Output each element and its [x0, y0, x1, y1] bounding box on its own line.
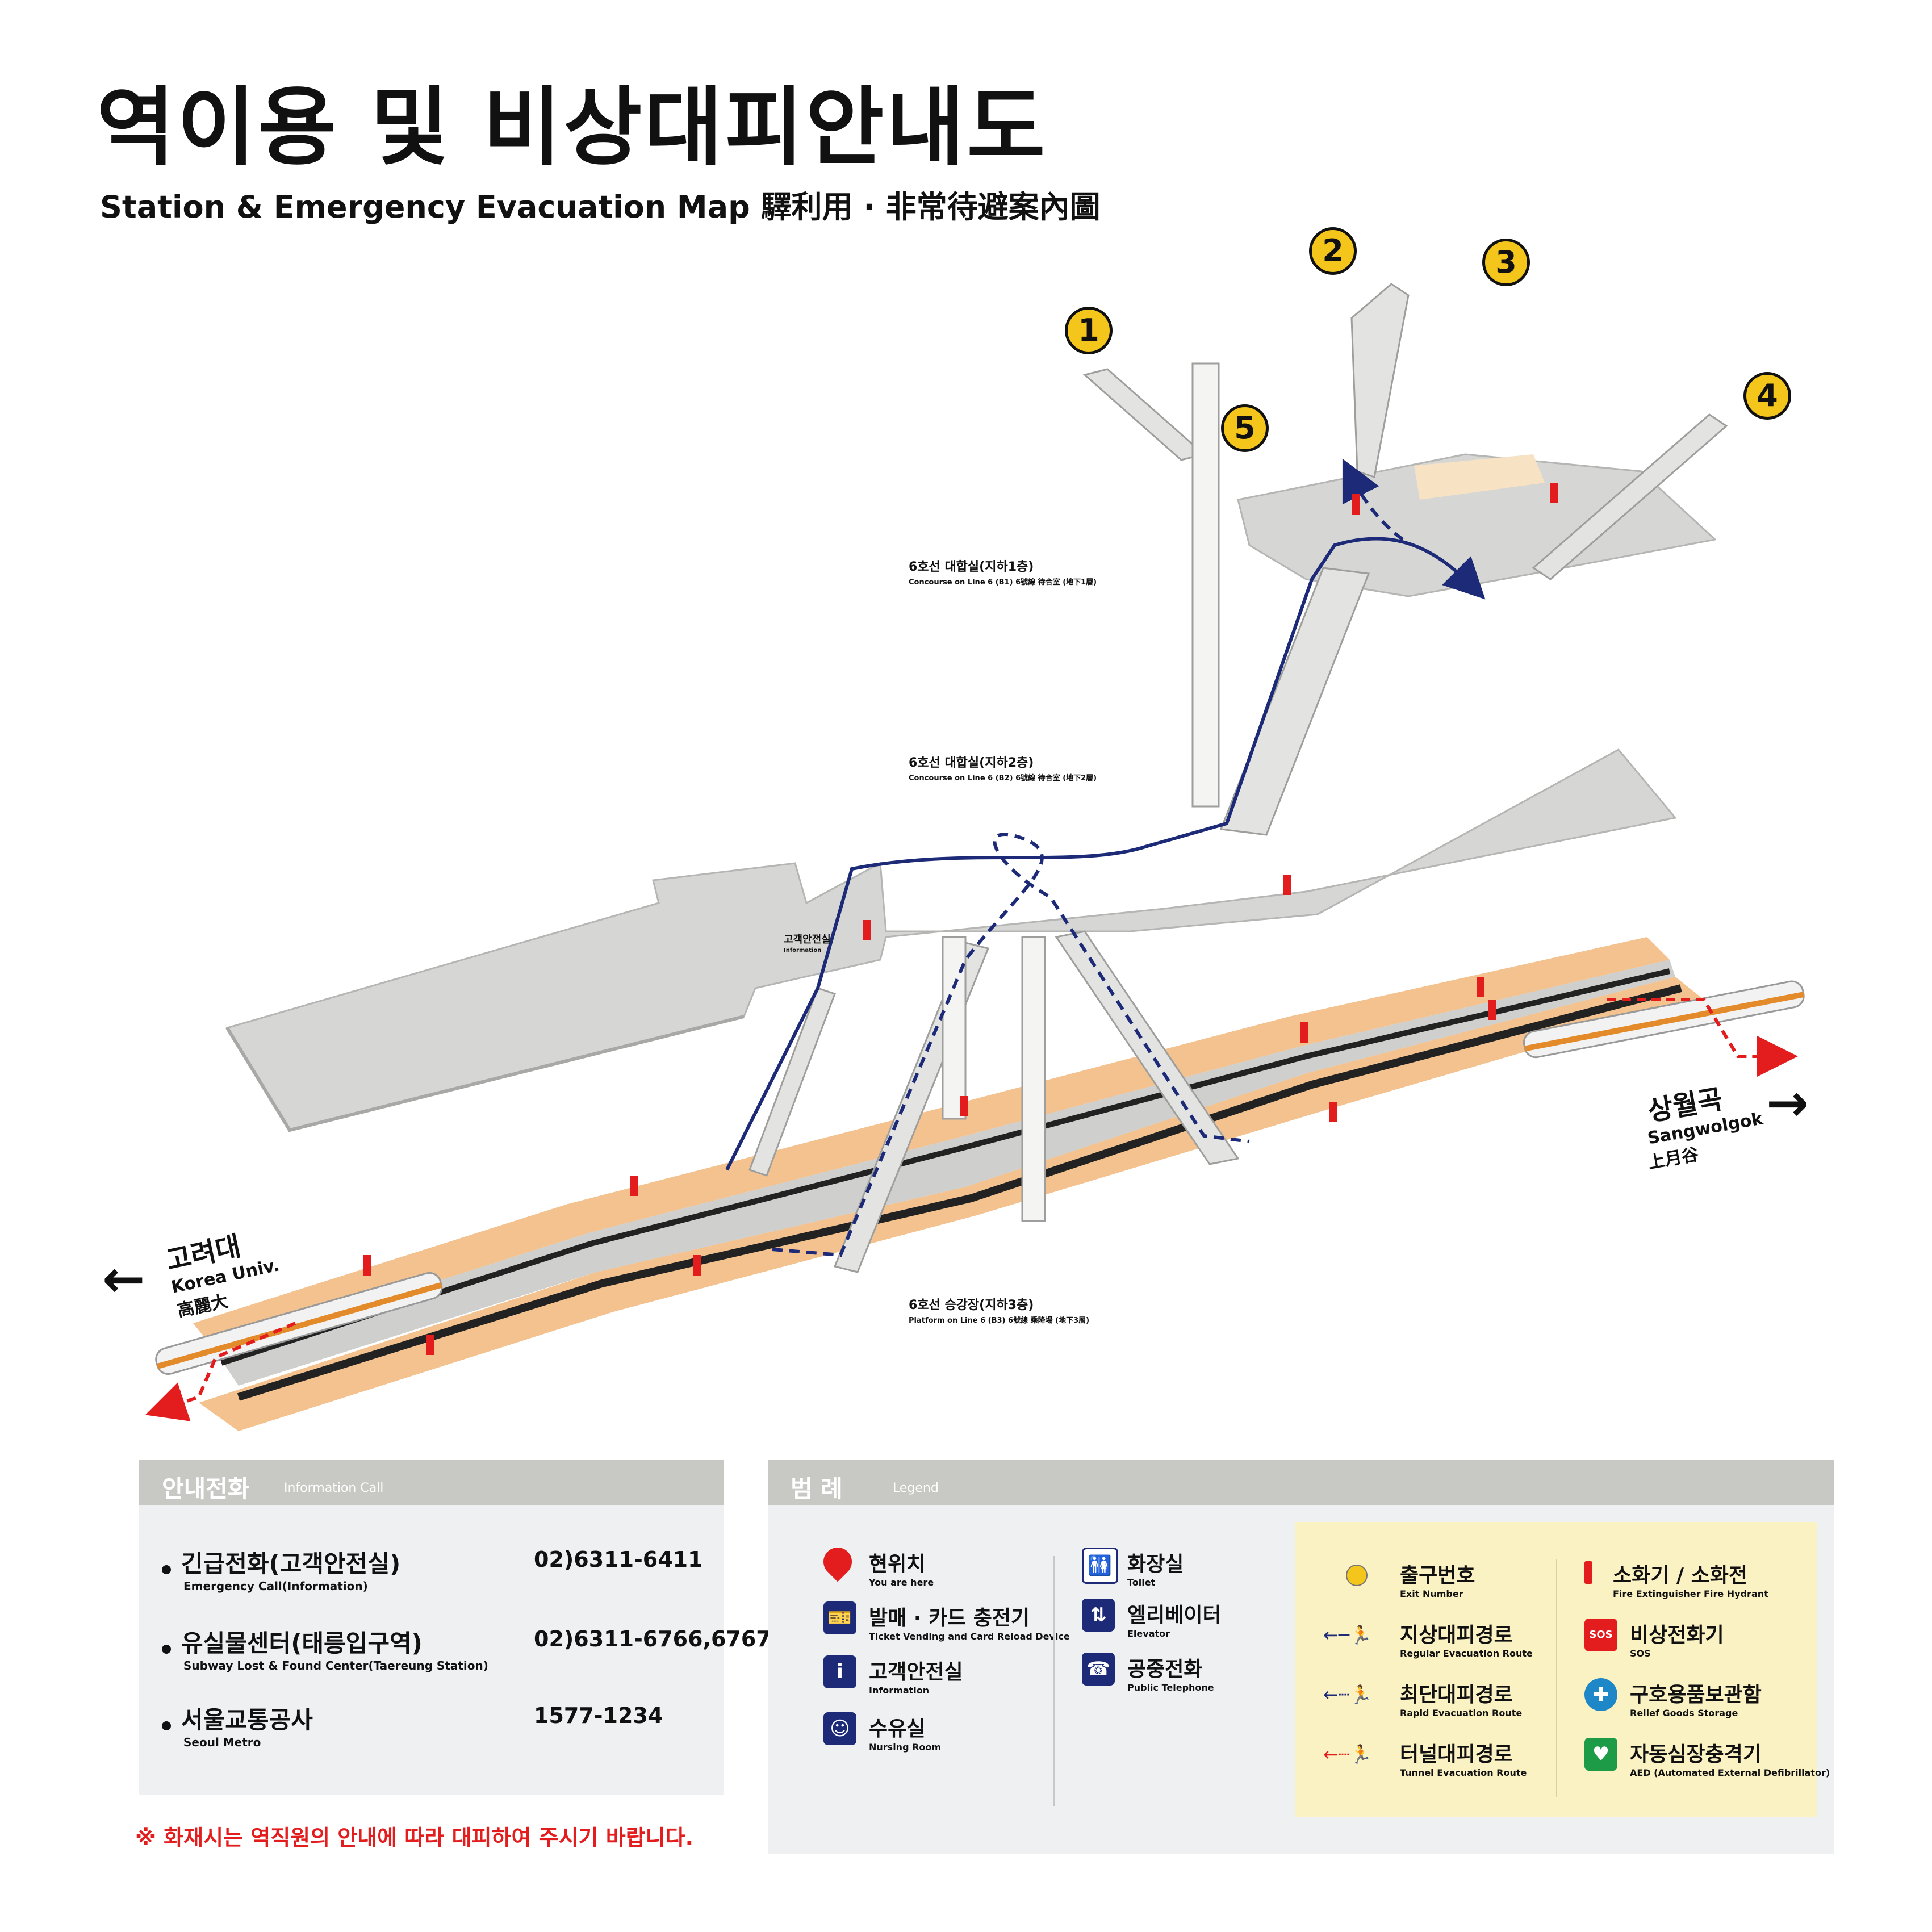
relief-goods-icon: ✚ — [1584, 1678, 1617, 1711]
tunnel-evacuation-route — [145, 998, 1798, 1421]
ticket-machine-icon: 🎫 — [823, 1601, 856, 1634]
elevator-icon: ⇅ — [1082, 1599, 1115, 1632]
direction-right: 상월곡 Sangwolgok 上月谷 → — [1645, 1073, 1809, 1173]
location-pin-icon — [817, 1541, 858, 1582]
aed-icon: ♥ — [1584, 1738, 1617, 1771]
call-row-emergency: 긴급전화(고객안전실) Emergency Call(Information) … — [162, 1545, 787, 1593]
level-label-b3: 6호선 승강장(지하3층)Platform on Line 6 (B3) 6號線… — [909, 1298, 1090, 1325]
call-row-seoul-metro: 서울교통공사 Seoul Metro 1577-1234 — [162, 1701, 787, 1749]
tunnel-route-icon: ←┈🏃 — [1323, 1743, 1372, 1765]
page-subtitle: Station & Emergency Evacuation Map 驛利用 ·… — [100, 189, 1101, 225]
rapid-evacuation-route — [772, 458, 1404, 1257]
info-icon: i — [823, 1655, 856, 1688]
exit-number-1: 1 — [1065, 307, 1113, 354]
legend-header: 범 례 Legend — [768, 1460, 1834, 1505]
direction-left: 고려대 Korea Univ. 高麗大 ← — [102, 1230, 282, 1322]
phone-number: 1577-1234 — [534, 1703, 663, 1728]
train-left — [155, 1272, 443, 1375]
page-title: 역이용 및 비상대피안내도 — [97, 78, 1048, 177]
train-right — [1523, 980, 1805, 1059]
station-map — [145, 283, 1805, 1431]
exit-number-2: 2 — [1309, 227, 1357, 275]
elevator-shafts — [942, 362, 1220, 1222]
fire-extinguishers — [363, 483, 1558, 1355]
fire-notice: ※ 화재시는 역직원의 안내에 따라 대피하여 주시기 바랍니다. — [135, 1825, 694, 1850]
info-call-header: 안내전화 Information Call — [139, 1460, 724, 1505]
info-call-panel: 안내전화 Information Call 긴급전화(고객안전실) Emerge… — [139, 1460, 771, 1795]
toilet-icon: 🚻 — [1082, 1548, 1118, 1584]
phone-number: 02)6311-6766,6767 — [534, 1626, 771, 1651]
regular-evacuation-route — [725, 537, 1486, 1171]
call-row-lost-found: 유실물센터(태릉입구역) Subway Lost & Found Center(… — [162, 1624, 787, 1672]
arrow-left-icon: ← — [102, 1249, 145, 1309]
exit-number-icon — [1346, 1565, 1368, 1586]
exit-number-3: 3 — [1482, 239, 1530, 286]
sos-phone-icon: SOS — [1584, 1619, 1617, 1651]
exit-number-4: 4 — [1743, 372, 1791, 420]
level-label-b2: 6호선 대합실(지하2층)Concourse on Line 6 (B2) 6號… — [909, 756, 1097, 783]
nursing-room-icon: ☺ — [823, 1712, 856, 1745]
regular-route-icon: ←─🏃 — [1323, 1624, 1372, 1646]
level-label-b1: 6호선 대합실(지하1층)Concourse on Line 6 (B1) 6號… — [909, 560, 1097, 587]
concourse-b2 — [225, 748, 1677, 1132]
phone-number: 02)6311-6411 — [534, 1547, 703, 1572]
extinguisher-icon — [1584, 1561, 1592, 1584]
exit-number-5: 5 — [1221, 404, 1269, 452]
phone-icon: ☎ — [1082, 1653, 1115, 1686]
arrow-right-icon: → — [1766, 1073, 1809, 1133]
rapid-route-icon: ←┈🏃 — [1323, 1684, 1372, 1705]
